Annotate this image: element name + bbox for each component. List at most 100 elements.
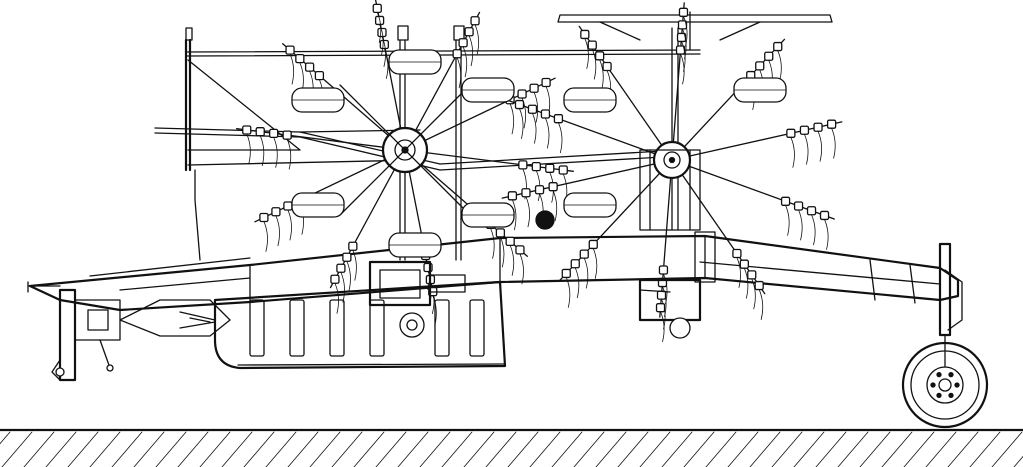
tine [273,136,278,168]
hatch-line [507,431,539,467]
tine [532,112,537,144]
tine-holder [495,228,506,238]
tine-holder [285,45,295,55]
tine [525,196,530,228]
hatch-line [133,431,165,467]
hatch-line [749,431,781,467]
hatch-line [243,431,275,467]
hatch-line [67,431,99,467]
tine [346,260,351,292]
tine-holder [336,263,346,273]
tine-holder [269,128,279,139]
hatch-line [837,431,869,467]
tine [777,50,782,81]
hatch-line [969,431,1001,467]
tine-holder [754,280,764,291]
chassis-slot [289,299,305,357]
hatch-line [265,431,297,467]
hatch-line [111,431,143,467]
tine [660,311,665,343]
tine-holder [458,38,468,48]
tine [289,53,295,85]
tine [462,46,468,78]
tine-holder [764,51,774,61]
tine-holder [819,210,830,221]
hatch-line [573,431,605,467]
tine [509,103,515,135]
tine-holder [793,201,804,211]
hatch-line [1,431,33,467]
tine-holder [747,270,757,280]
upper-frame [154,11,833,261]
tine-holder [515,245,525,255]
tine-holder [541,77,551,88]
tine [824,219,829,250]
tine-holder [255,127,265,137]
tine-holder [314,70,325,81]
hatch-line [199,431,231,467]
rotor-1 [236,0,574,327]
hatch-line [595,431,627,467]
hatch-line [353,431,385,467]
hatch-line [309,431,341,467]
ground-hatching [0,431,1023,467]
hatch-line [419,431,451,467]
tine-holder [259,212,269,223]
tine [259,135,265,167]
hatch-line [331,431,363,467]
tine-holder [540,109,551,119]
chassis-slot [469,299,485,357]
tine [743,267,749,299]
tine [499,236,505,268]
tine [340,271,345,303]
tine-holder [595,51,605,61]
hatch-line [705,431,737,467]
hatch-line [1013,455,1023,467]
drive-line [189,210,702,339]
tine-holder [470,16,480,26]
wheel-bolt [948,392,954,399]
tine-holder [799,125,810,135]
tine-holder [531,161,541,172]
rotor-1-tine-arms [236,0,574,327]
tine-holder [588,239,598,250]
hatch-line [881,431,913,467]
tine [511,199,517,231]
tine [565,277,571,308]
rotor-caster-wheels [291,49,787,258]
hatch-line [177,431,209,467]
hatch-line [727,431,759,467]
gearbox-pulley [399,312,425,338]
tine-holder [558,165,568,175]
tine-holder [304,62,315,72]
tine [545,117,550,149]
ground [0,428,1023,467]
tine-holder [780,196,791,206]
tine [286,138,292,170]
wheel-bolt [954,382,960,388]
tine-holder [561,268,571,279]
wheel-bolt [930,382,936,388]
tine-holder [580,29,590,40]
tine-holder [739,259,749,269]
tine [334,282,339,314]
tine [798,209,803,241]
tine-holder [452,49,462,59]
tine-holder [282,130,292,140]
hatch-line [639,431,671,467]
hatch-line [991,431,1023,467]
tine [533,91,539,123]
wheel-bolt [948,371,954,378]
tine [683,15,688,47]
hatch-line [23,431,55,467]
tine-holder [330,274,340,284]
hatch-line [221,431,253,467]
hatch-line [441,431,473,467]
tine [376,11,382,43]
hatch-line [463,431,495,467]
chassis-slot [369,299,385,357]
hatch-line [793,431,825,467]
tine [474,24,480,56]
